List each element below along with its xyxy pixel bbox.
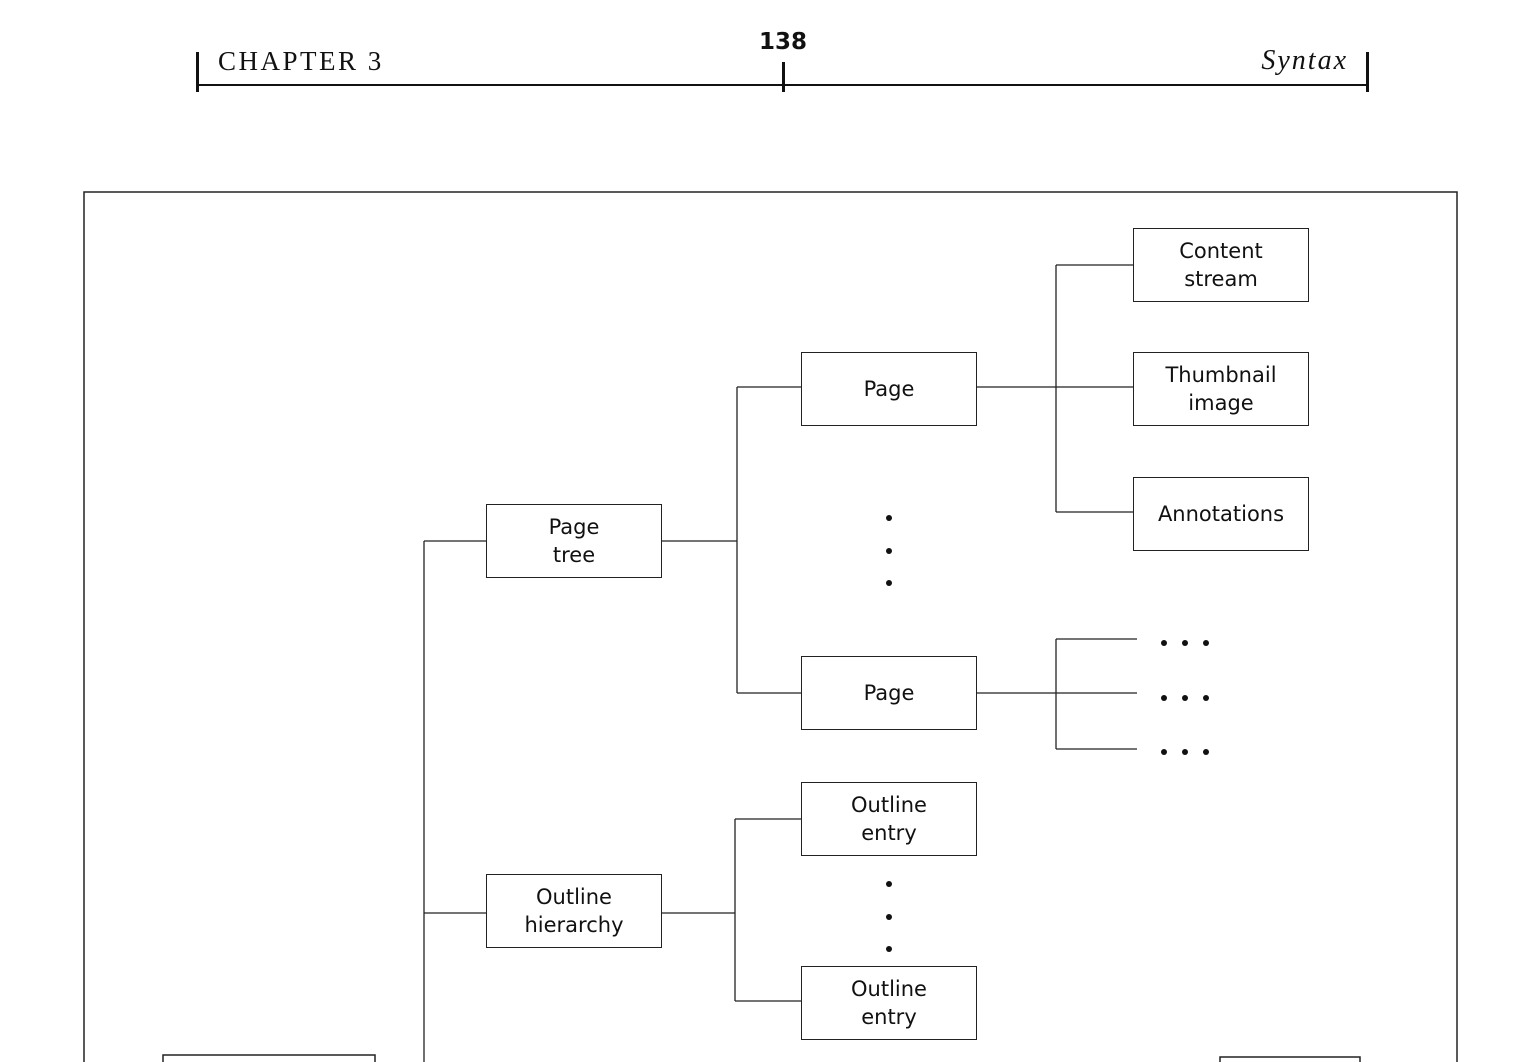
page-tree-label: Page tree [548, 515, 600, 567]
running-header: CHAPTER 3 138 Syntax [0, 0, 1522, 100]
figure-frame [83, 191, 1458, 1062]
content-stream-label: Content stream [1179, 239, 1263, 291]
header-center-tick [782, 62, 785, 92]
outline-hierarchy-label: Outline hierarchy [524, 885, 624, 937]
content-stream-node: Content stream [1133, 228, 1309, 302]
page-tree-node: Page tree [486, 504, 662, 578]
page-node-1: Page [801, 352, 977, 426]
header-right-tick [1366, 52, 1369, 92]
thumbnail-image-node: Thumbnail image [1133, 352, 1309, 426]
header-left-tick [196, 52, 199, 92]
pages-vertical-ellipsis [886, 515, 892, 586]
page-2-child-ellipsis-1 [1161, 640, 1209, 646]
page-2-child-ellipsis-3 [1161, 749, 1209, 755]
section-label: Syntax [1261, 45, 1348, 76]
outline-hierarchy-node: Outline hierarchy [486, 874, 662, 948]
outline-entry-1-label: Outline entry [851, 793, 927, 845]
page-number: 138 [758, 29, 807, 55]
page-node-2-label: Page [863, 681, 915, 705]
outline-entry-2-label: Outline entry [851, 977, 927, 1029]
thumbnail-image-label: Thumbnail image [1165, 363, 1277, 415]
partial-box-left [162, 1054, 376, 1062]
outline-entry-node-1: Outline entry [801, 782, 977, 856]
outline-entry-node-2: Outline entry [801, 966, 977, 1040]
header-rule [196, 84, 1369, 86]
chapter-label: CHAPTER 3 [218, 46, 384, 76]
outline-vertical-ellipsis [886, 881, 892, 952]
page-node-2: Page [801, 656, 977, 730]
page-node-1-label: Page [863, 377, 915, 401]
partial-box-right [1219, 1056, 1361, 1062]
annotations-label: Annotations [1157, 502, 1285, 526]
page-2-child-ellipsis-2 [1161, 695, 1209, 701]
annotations-node: Annotations [1133, 477, 1309, 551]
